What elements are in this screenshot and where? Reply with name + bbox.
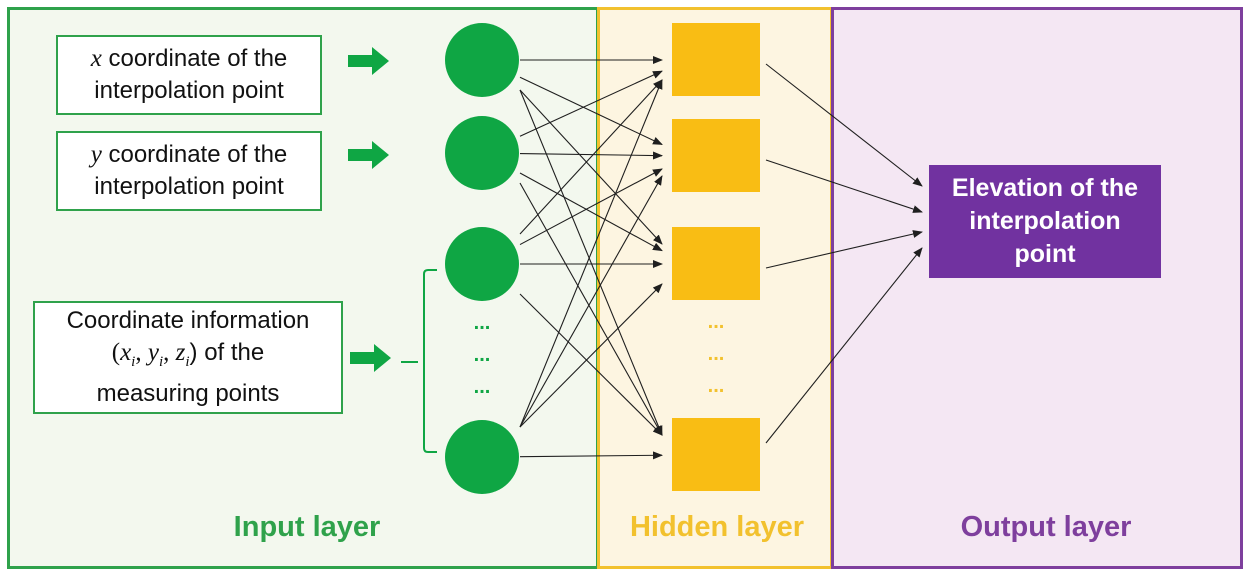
connection-input-4-hidden-3	[519, 283, 663, 428]
hidden-node-1	[672, 23, 760, 96]
connection-input-2-hidden-1	[519, 70, 663, 137]
x-box-line2: interpolation point	[94, 77, 284, 104]
output-layer-panel	[831, 7, 1243, 569]
hidden-layer-title: Hidden layer	[629, 511, 805, 543]
measure-box-line2: (xi, yi, zi) of the	[111, 339, 265, 370]
hidden-node-2	[672, 119, 760, 192]
output-line2: interpolation	[969, 207, 1121, 235]
connection-input-3-hidden-4	[519, 293, 663, 436]
hidden-nodes	[672, 23, 760, 491]
connection-input-1-hidden-2	[519, 76, 663, 145]
output-line1: Elevation of the	[951, 174, 1139, 202]
hidden-ellipsis: ... ... ...	[708, 311, 725, 397]
connection-input-3-hidden-2	[519, 168, 663, 246]
input-ellipsis: ... ... ...	[474, 312, 491, 398]
input-node-3	[445, 227, 519, 301]
connection-input-4-hidden-1	[519, 79, 663, 428]
hidden-ellipsis-2: ...	[708, 343, 725, 365]
measure-box-line1: Coordinate information	[66, 307, 310, 334]
hidden-ellipsis-3: ...	[708, 375, 725, 397]
input-node-4	[445, 420, 519, 494]
y-coordinate-box: y coordinate of the interpolation point	[56, 131, 322, 211]
output-layer-title: Output layer	[960, 511, 1132, 543]
connection-hidden-3-output	[765, 230, 923, 269]
measuring-points-bracket	[401, 269, 437, 453]
measure-input-arrow	[350, 344, 391, 372]
connection-hidden-4-output	[765, 247, 923, 444]
connection-hidden-1-output	[765, 63, 923, 187]
connection-input-3-hidden-1	[519, 79, 663, 235]
output-node: Elevation of the interpolation point	[929, 165, 1161, 278]
y-variable: y	[90, 141, 102, 168]
y-input-arrow	[348, 141, 389, 169]
input-arrows	[348, 47, 391, 372]
input-layer-title: Input layer	[233, 511, 381, 543]
input-ellipsis-3: ...	[474, 376, 491, 398]
measuring-points-box: Coordinate information (xi, yi, zi) of t…	[33, 301, 343, 414]
connections	[519, 56, 923, 460]
connection-input-2-hidden-3	[519, 172, 663, 252]
x-variable: x	[90, 45, 102, 72]
hidden-node-4	[672, 418, 760, 491]
connection-input-2-hidden-4	[519, 182, 663, 436]
input-nodes	[445, 23, 519, 494]
x-input-arrow	[348, 47, 389, 75]
connection-input-2-hidden-2	[519, 151, 663, 160]
input-node-1	[445, 23, 519, 97]
connection-hidden-2-output	[765, 159, 923, 213]
x-coordinate-box: x coordinate of the interpolation point	[56, 35, 322, 115]
y-box-line1: coordinate of the	[101, 141, 288, 168]
hidden-ellipsis-1: ...	[708, 311, 725, 333]
connection-input-4-hidden-4	[519, 451, 663, 460]
x-box-line1: coordinate of the	[101, 45, 288, 72]
connection-input-1-hidden-4	[519, 89, 663, 436]
input-ellipsis-1: ...	[474, 312, 491, 334]
y-box-line2: interpolation point	[94, 173, 284, 200]
output-line3: point	[1014, 240, 1076, 268]
input-node-2	[445, 116, 519, 190]
connection-input-4-hidden-2	[519, 175, 663, 428]
input-ellipsis-2: ...	[474, 344, 491, 366]
measure-box-line3: measuring points	[96, 380, 280, 407]
hidden-node-3	[672, 227, 760, 300]
